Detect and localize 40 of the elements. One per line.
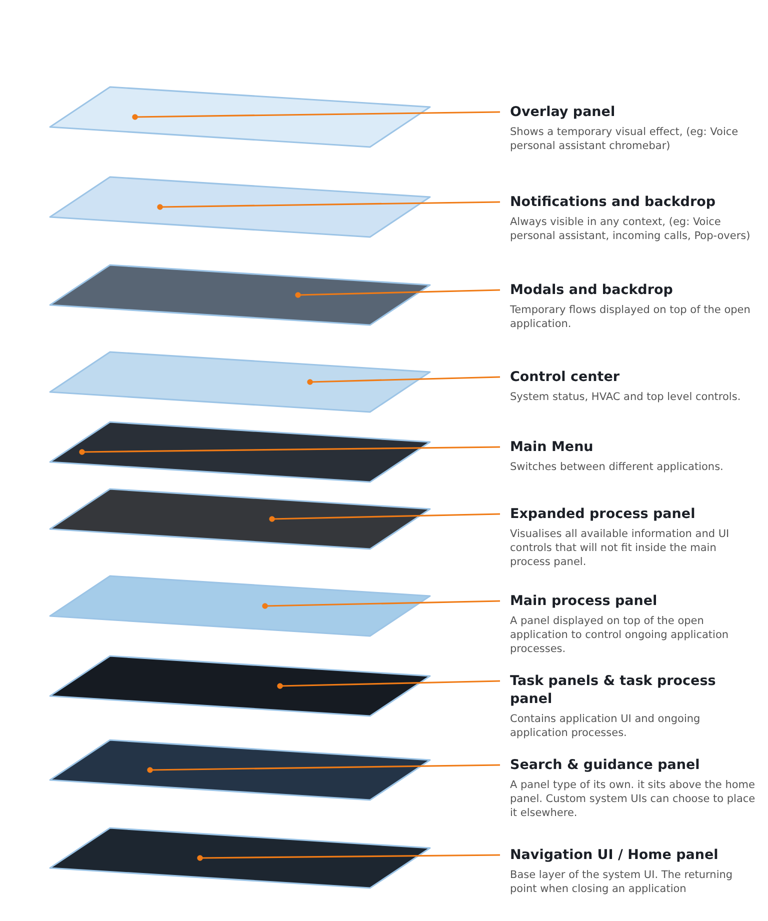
glass-panel (49, 575, 431, 637)
leader-line (269, 513, 500, 522)
callout-description: Always visible in any context, (eg: Voice personal assistant, incoming calls, Pop-overs) (510, 215, 752, 243)
callout-heading: Overlay panel (510, 103, 616, 121)
screen-panel (49, 488, 431, 550)
callout-heading: Notifications and backdrop (510, 193, 717, 211)
callout-description: Base layer of the system UI. The returning point when closing an application (510, 868, 734, 896)
leader-line (147, 764, 500, 773)
callout-description: Temporary flows displayed on top of the open application. (510, 303, 752, 331)
callout-heading: Main process panel (510, 592, 658, 610)
callout-heading: Control center (510, 368, 621, 386)
callout-description: Visualises all available information and UI controls that will not fit inside the main process panel. (510, 527, 730, 569)
screen-panel (49, 264, 431, 326)
leader-line (277, 680, 500, 689)
callout-heading: Main Menu (510, 438, 594, 456)
screen-panel (49, 739, 431, 801)
leader-line (197, 854, 500, 861)
callout-heading: Modals and backdrop (510, 281, 674, 299)
leader-line (295, 289, 500, 298)
callout-description: Contains application UI and ongoing application processes. (510, 712, 702, 740)
callout-heading: Task panels & task process panel (510, 672, 717, 708)
screen-panel (49, 655, 431, 717)
leader-line (157, 201, 500, 210)
glass-panel (49, 176, 431, 238)
leader-line (307, 376, 500, 385)
callout-description: Switches between different applications. (510, 460, 724, 474)
callout-description: Shows a temporary visual effect, (eg: Voice personal assistant chromebar) (510, 125, 740, 153)
leader-line (262, 600, 500, 609)
glass-panel (49, 86, 431, 148)
callout-description: System status, HVAC and top level controls. (510, 390, 742, 404)
leader-line (132, 111, 500, 120)
leader-line (79, 446, 500, 455)
map-panel (49, 827, 431, 889)
glass-panel (49, 351, 431, 413)
screen-panel (49, 421, 431, 483)
callout-description: A panel displayed on top of the open application to control ongoing application processes. (510, 614, 730, 656)
callout-heading: Search & guidance panel (510, 756, 701, 774)
callout-heading: Expanded process panel (510, 505, 696, 523)
callout-description: A panel type of its own. it sits above the home panel. Custom system UIs can choose to place it elsewhere. (510, 778, 756, 820)
callout-heading: Navigation UI / Home panel (510, 846, 720, 864)
